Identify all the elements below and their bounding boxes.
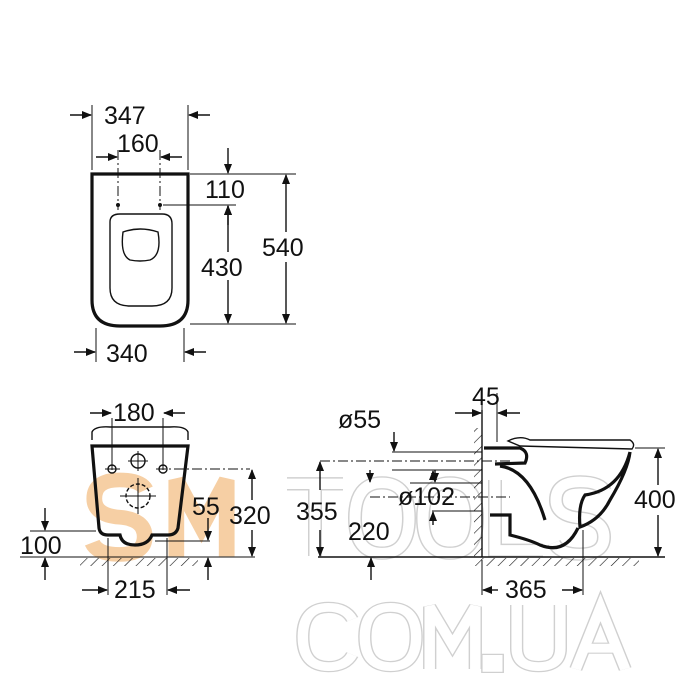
dim-hole-offset: 110 xyxy=(205,176,245,204)
wall-hatch xyxy=(474,428,482,560)
dim-outlet-height-side: 220 xyxy=(348,518,390,546)
dim-rim-height: 400 xyxy=(634,486,676,514)
top-view-seat xyxy=(109,213,173,307)
dim-base-width: 215 xyxy=(114,576,156,604)
floor-hatch xyxy=(474,558,639,566)
dim-hole-to-front: 430 xyxy=(201,254,243,282)
dim-bottom-height: 100 xyxy=(20,532,62,560)
dim-length: 540 xyxy=(262,234,304,262)
top-view-outline xyxy=(90,172,190,328)
top-view: 347 160 110 430 540 340 xyxy=(70,102,304,368)
dim-wall-gap: 45 xyxy=(472,383,500,411)
dim-outlet-diameter: ø102 xyxy=(398,483,455,511)
dim-projection: 365 xyxy=(505,576,547,604)
side-view-bowl xyxy=(484,446,632,550)
dim-width-top: 347 xyxy=(104,102,146,130)
front-view-outline xyxy=(90,444,190,547)
watermark-domain xyxy=(303,605,625,669)
dim-fixing-height: 320 xyxy=(229,502,271,530)
dim-hole-spacing: 160 xyxy=(117,130,159,158)
watermark xyxy=(92,480,625,669)
dim-outlet-height-front: 55 xyxy=(192,493,220,521)
side-view: 45 ø55 ø102 355 220 400 365 xyxy=(296,383,676,604)
dim-inlet-diameter: ø55 xyxy=(338,406,381,434)
dim-width-bottom: 340 xyxy=(106,340,148,368)
dim-fixing-spacing: 180 xyxy=(113,399,155,427)
front-view: 180 55 320 100 215 xyxy=(20,399,271,604)
dim-inlet-height: 355 xyxy=(296,498,338,526)
